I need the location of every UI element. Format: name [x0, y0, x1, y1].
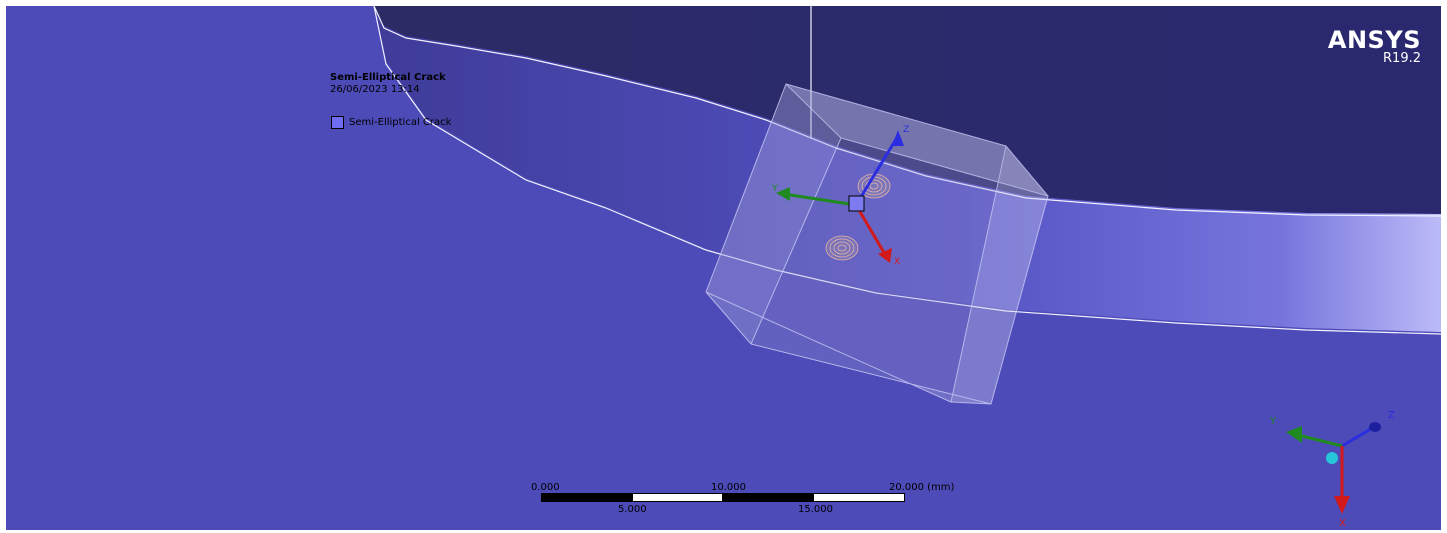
edge-lower: [373, 6, 1441, 335]
global-triad-x-label: X: [1339, 518, 1346, 529]
local-triad[interactable]: Z Y X: [771, 125, 909, 267]
global-triad-y-label: Y: [1269, 416, 1277, 427]
local-triad-z-label: Z: [903, 125, 909, 135]
scale-label-10: 10.000: [711, 482, 746, 493]
global-triad[interactable]: Z Y X: [1269, 410, 1395, 529]
model-scene[interactable]: Z Y X Z Y X: [6, 6, 1441, 530]
crack-origin-marker[interactable]: [848, 195, 865, 212]
title-block: Semi-Elliptical Crack 26/06/2023 13:14: [330, 72, 446, 96]
global-triad-origin[interactable]: [1326, 452, 1338, 464]
local-triad-x-label: X: [894, 257, 900, 267]
crack-front[interactable]: [825, 173, 891, 261]
scale-label-0: 0.000: [531, 482, 560, 493]
scale-label-20: 20.000 (mm): [889, 482, 955, 493]
global-triad-z-label: Z: [1388, 410, 1395, 421]
brand-name: ANSYS: [1327, 26, 1421, 54]
local-triad-y-label: Y: [771, 184, 778, 194]
scale-label-5: 5.000: [618, 504, 647, 515]
scale-segment-1: [541, 493, 633, 502]
edge-upper: [373, 6, 1441, 217]
scale-bar: 0.000 10.000 20.000 (mm) 5.000 15.000: [531, 482, 961, 530]
scale-segment-2: [632, 493, 723, 502]
model-datetime: 26/06/2023 13:14: [330, 84, 420, 95]
ansys-logo: ANSYS R19.2: [1328, 28, 1421, 66]
graphics-viewport[interactable]: Z Y X Z Y X Semi-Elliptical Crack 26/06/…: [6, 6, 1441, 530]
legend-label: Semi-Elliptical Crack: [349, 117, 452, 128]
legend: Semi-Elliptical Crack: [331, 116, 451, 129]
shaft-band[interactable]: [374, 6, 1441, 332]
scale-label-15: 15.000: [798, 504, 833, 515]
shaft-body[interactable]: [374, 6, 1441, 214]
scale-segment-3: [722, 493, 814, 502]
model-title: Semi-Elliptical Crack: [330, 72, 446, 83]
brand-version: R19.2: [1383, 51, 1421, 66]
legend-swatch: [331, 116, 344, 129]
scale-segment-4: [813, 493, 905, 502]
